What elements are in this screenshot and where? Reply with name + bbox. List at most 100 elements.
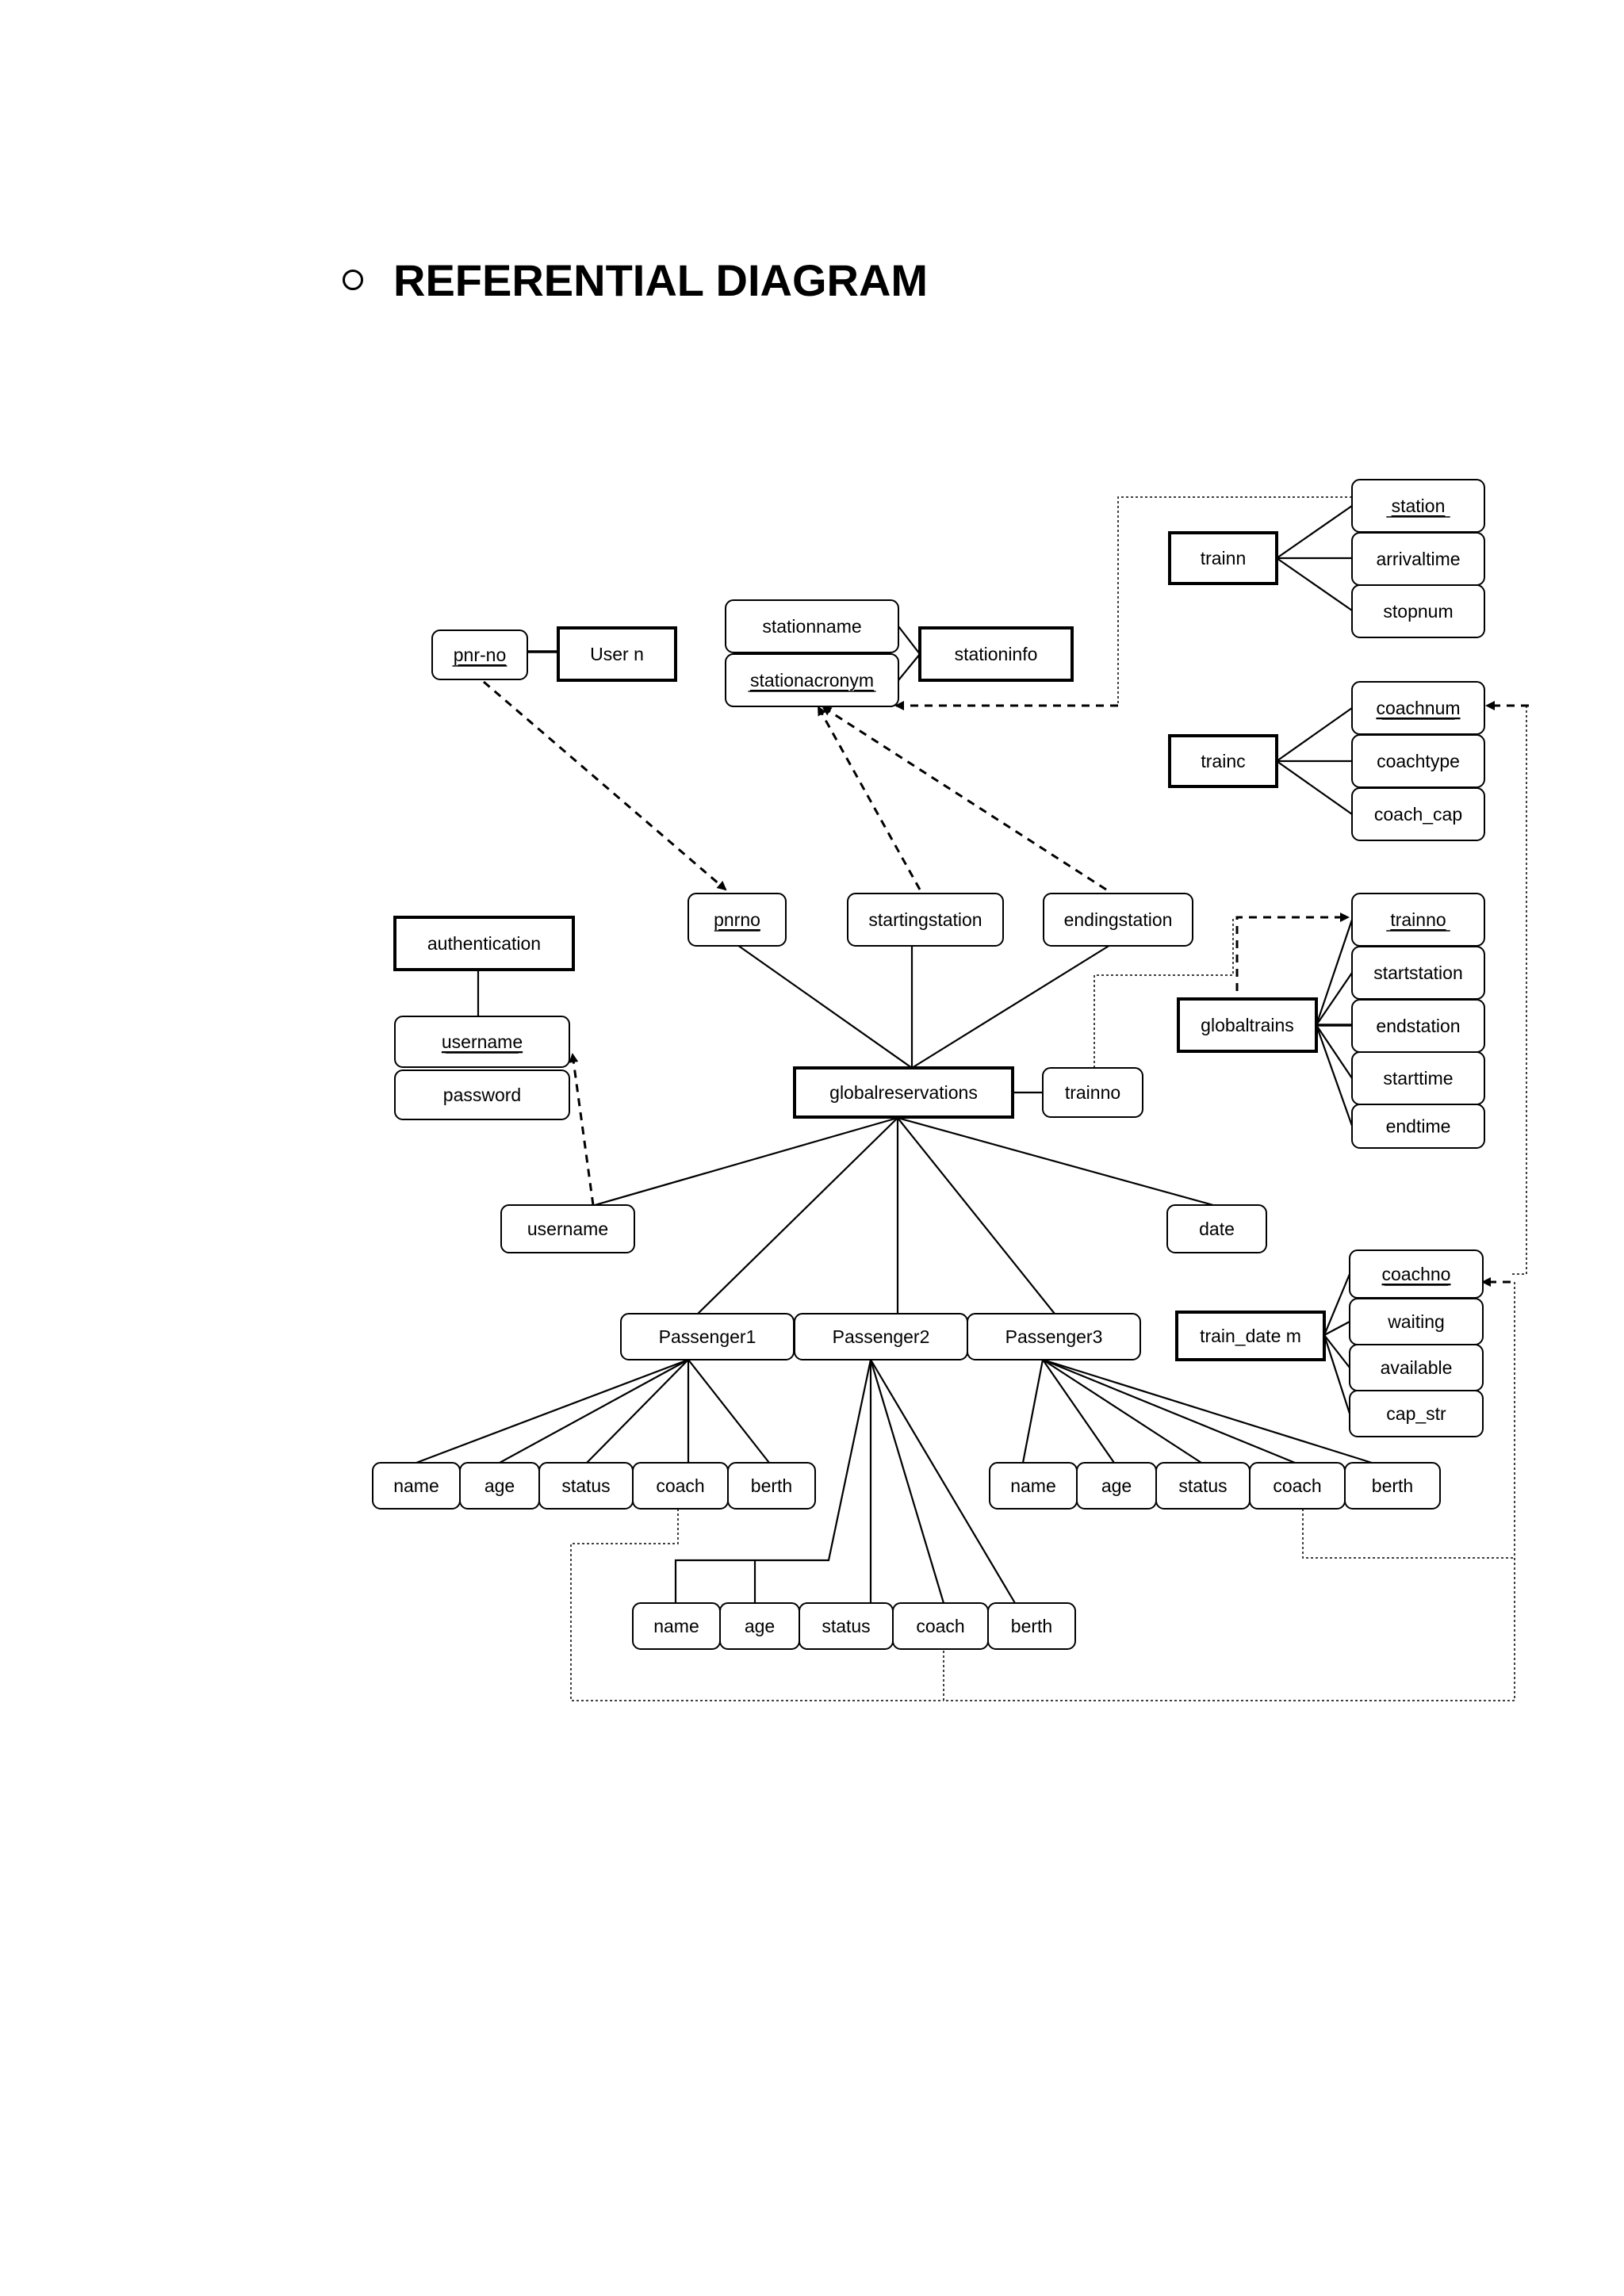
attribute-p2-berth: berth	[987, 1602, 1076, 1650]
stationinfo-label: stationinfo	[955, 644, 1038, 664]
attribute-p2-coach: coach	[892, 1602, 989, 1650]
p1-berth-label: berth	[751, 1475, 792, 1496]
p2-coach-label: coach	[916, 1616, 964, 1636]
endtime-label: endtime	[1386, 1116, 1451, 1137]
globaltrains-box	[1177, 997, 1318, 1053]
attribute-p1-coach: coach	[632, 1462, 729, 1510]
p3-berth-label: berth	[1372, 1475, 1413, 1496]
auth-password-box	[394, 1070, 570, 1120]
p2-berth-label: berth	[1011, 1616, 1052, 1636]
attribute-coachno: coachno	[1349, 1249, 1484, 1299]
attribute-p1-name: name	[372, 1462, 461, 1510]
attribute-pnrno: pnrno	[688, 893, 787, 947]
authentication-label: authentication	[427, 933, 541, 954]
attribute-coachtype: coachtype	[1351, 734, 1485, 788]
entity-trainn: trainn	[1168, 531, 1278, 585]
attribute-waiting: waiting	[1349, 1298, 1484, 1345]
gr-trainno-label: trainno	[1065, 1082, 1120, 1103]
attribute-stationacronym: stationacronym	[725, 653, 899, 707]
attribute-p3-coach: coach	[1249, 1462, 1346, 1510]
available-label: available	[1381, 1357, 1453, 1378]
title-bullet-icon	[343, 270, 363, 290]
attribute-p3-berth: berth	[1344, 1462, 1441, 1510]
globalreservations-box	[793, 1066, 1014, 1119]
endtime-box	[1351, 1104, 1485, 1149]
attribute-p2-name: name	[632, 1602, 721, 1650]
pnr-no-box	[431, 629, 528, 680]
trainc-label: trainc	[1201, 751, 1245, 771]
coach-cap-box	[1351, 787, 1485, 841]
auth-password-label: password	[443, 1085, 521, 1105]
trainn-label: trainn	[1201, 548, 1247, 568]
user-n-label: User n	[590, 644, 644, 664]
attribute-auth-password: password	[394, 1070, 570, 1120]
gt-trainno-label: trainno	[1390, 909, 1446, 930]
attribute-arrivaltime: arrivaltime	[1351, 532, 1485, 586]
endingstation-label: endingstation	[1064, 909, 1173, 930]
p3-coach-label: coach	[1273, 1475, 1321, 1496]
gr-trainno-box	[1042, 1067, 1143, 1118]
p1-status-label: status	[561, 1475, 610, 1496]
pnr-no-label: pnr-no	[454, 645, 506, 665]
attribute-passenger3: Passenger3	[967, 1313, 1141, 1360]
p3-berth-box	[1344, 1462, 1441, 1510]
passenger1-label: Passenger1	[659, 1326, 756, 1347]
attribute-endingstation: endingstation	[1043, 893, 1193, 947]
attribute-station: station	[1351, 479, 1485, 533]
entity-stationinfo: stationinfo	[918, 626, 1074, 682]
attribute-stopnum: stopnum	[1351, 584, 1485, 638]
entity-globalreservations: globalreservations	[793, 1066, 1014, 1119]
entity-globaltrains: globaltrains	[1177, 997, 1318, 1053]
cap-str-box	[1349, 1390, 1484, 1437]
p1-age-label: age	[485, 1475, 515, 1496]
p2-age-label: age	[745, 1616, 775, 1636]
attribute-gr-trainno: trainno	[1042, 1067, 1143, 1118]
stationacronym-label: stationacronym	[750, 670, 874, 691]
waiting-label: waiting	[1387, 1311, 1445, 1332]
attribute-p2-status: status	[799, 1602, 894, 1650]
entity-user-n: User n	[557, 626, 677, 682]
stationname-label: stationname	[762, 616, 861, 637]
trainn-box	[1168, 531, 1278, 585]
stationname-box	[725, 599, 899, 653]
p2-berth-box	[987, 1602, 1076, 1650]
passenger3-box	[967, 1313, 1141, 1360]
station-label: station	[1392, 496, 1446, 516]
train-date-m-label: train_date m	[1200, 1326, 1301, 1346]
p1-coach-label: coach	[656, 1475, 704, 1496]
coachno-label: coachno	[1382, 1264, 1451, 1284]
attribute-endstation: endstation	[1351, 999, 1485, 1053]
pnrno-box	[688, 893, 787, 947]
p3-status-label: status	[1178, 1475, 1227, 1496]
p1-name-label: name	[393, 1475, 439, 1496]
endstation-label: endstation	[1376, 1016, 1460, 1036]
entity-trainc: trainc	[1168, 734, 1278, 788]
attribute-gr-username: username	[500, 1204, 635, 1253]
reference-paths	[570, 496, 1527, 1701]
pnrno-label: pnrno	[714, 909, 760, 930]
globaltrains-label: globaltrains	[1201, 1015, 1294, 1035]
coach-cap-label: coach_cap	[1374, 804, 1462, 825]
attribute-passenger2: Passenger2	[794, 1313, 968, 1360]
attribute-endtime: endtime	[1351, 1104, 1485, 1149]
p2-name-label: name	[653, 1616, 699, 1636]
startstation-label: startstation	[1373, 962, 1463, 983]
p3-name-label: name	[1010, 1475, 1056, 1496]
attribute-startstation: startstation	[1351, 946, 1485, 1000]
endingstation-box	[1043, 893, 1193, 947]
stationacronym-box	[725, 653, 899, 707]
attribute-p1-age: age	[459, 1462, 540, 1510]
auth-username-box	[394, 1016, 570, 1068]
attribute-auth-username: username	[394, 1016, 570, 1068]
page-title-text: REFERENTIAL DIAGRAM	[393, 255, 929, 305]
entity-train-date-m: train_date m	[1175, 1311, 1326, 1361]
startingstation-box	[847, 893, 1004, 947]
stopnum-box	[1351, 584, 1485, 638]
stationinfo-box	[918, 626, 1074, 682]
attribute-p3-age: age	[1076, 1462, 1157, 1510]
attribute-cap-str: cap_str	[1349, 1390, 1484, 1437]
coachtype-label: coachtype	[1377, 751, 1460, 771]
attribute-p1-status: status	[538, 1462, 634, 1510]
attribute-p3-status: status	[1155, 1462, 1251, 1510]
